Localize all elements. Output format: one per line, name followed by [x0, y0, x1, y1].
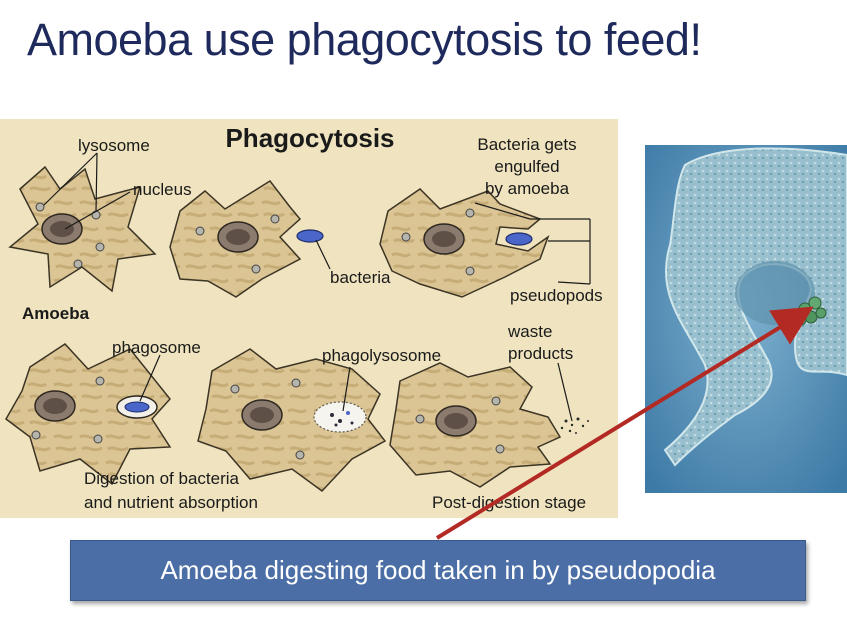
- label-engulf-line2: engulfed: [494, 157, 559, 176]
- caption-box: Amoeba digesting food taken in by pseudo…: [70, 540, 806, 601]
- leader-lines: [43, 152, 591, 422]
- label-nucleus: nucleus: [133, 180, 192, 199]
- label-waste-line2: products: [508, 344, 573, 363]
- label-pseudopods: pseudopods: [510, 286, 603, 305]
- label-lysosome: lysosome: [78, 136, 150, 155]
- label-amoeba: Amoeba: [22, 304, 90, 323]
- label-digestion-line1: Digestion of bacteria: [84, 469, 240, 488]
- slide-title: Amoeba use phagocytosis to feed!: [27, 14, 702, 65]
- diagram-heading: Phagocytosis: [225, 123, 394, 153]
- phagolysosome-shape: [313, 401, 367, 433]
- bacteria-shape: [296, 229, 324, 243]
- amoeba-cell-3: [379, 188, 550, 298]
- label-bacteria: bacteria: [330, 268, 391, 287]
- label-digestion-line2: and nutrient absorption: [84, 493, 258, 512]
- label-phagolysosome: phagolysosome: [322, 346, 441, 365]
- label-post-digestion: Post-digestion stage: [432, 493, 586, 512]
- engulfed-bacteria-shape: [505, 232, 533, 246]
- label-waste-line1: waste: [507, 322, 552, 341]
- phagocytosis-diagram: Phagocytosis lysosome nucleus bacteria A…: [0, 119, 618, 518]
- label-engulf-line3: by amoeba: [485, 179, 570, 198]
- amoeba-micrograph: [645, 145, 847, 493]
- label-phagosome: phagosome: [112, 338, 201, 357]
- amoeba-cell-5: [197, 348, 387, 492]
- label-engulf-line1: Bacteria gets: [477, 135, 576, 154]
- amoeba-cell-4: [5, 343, 172, 486]
- caption-text: Amoeba digesting food taken in by pseudo…: [160, 555, 716, 585]
- amoeba-cell-2: [169, 180, 324, 298]
